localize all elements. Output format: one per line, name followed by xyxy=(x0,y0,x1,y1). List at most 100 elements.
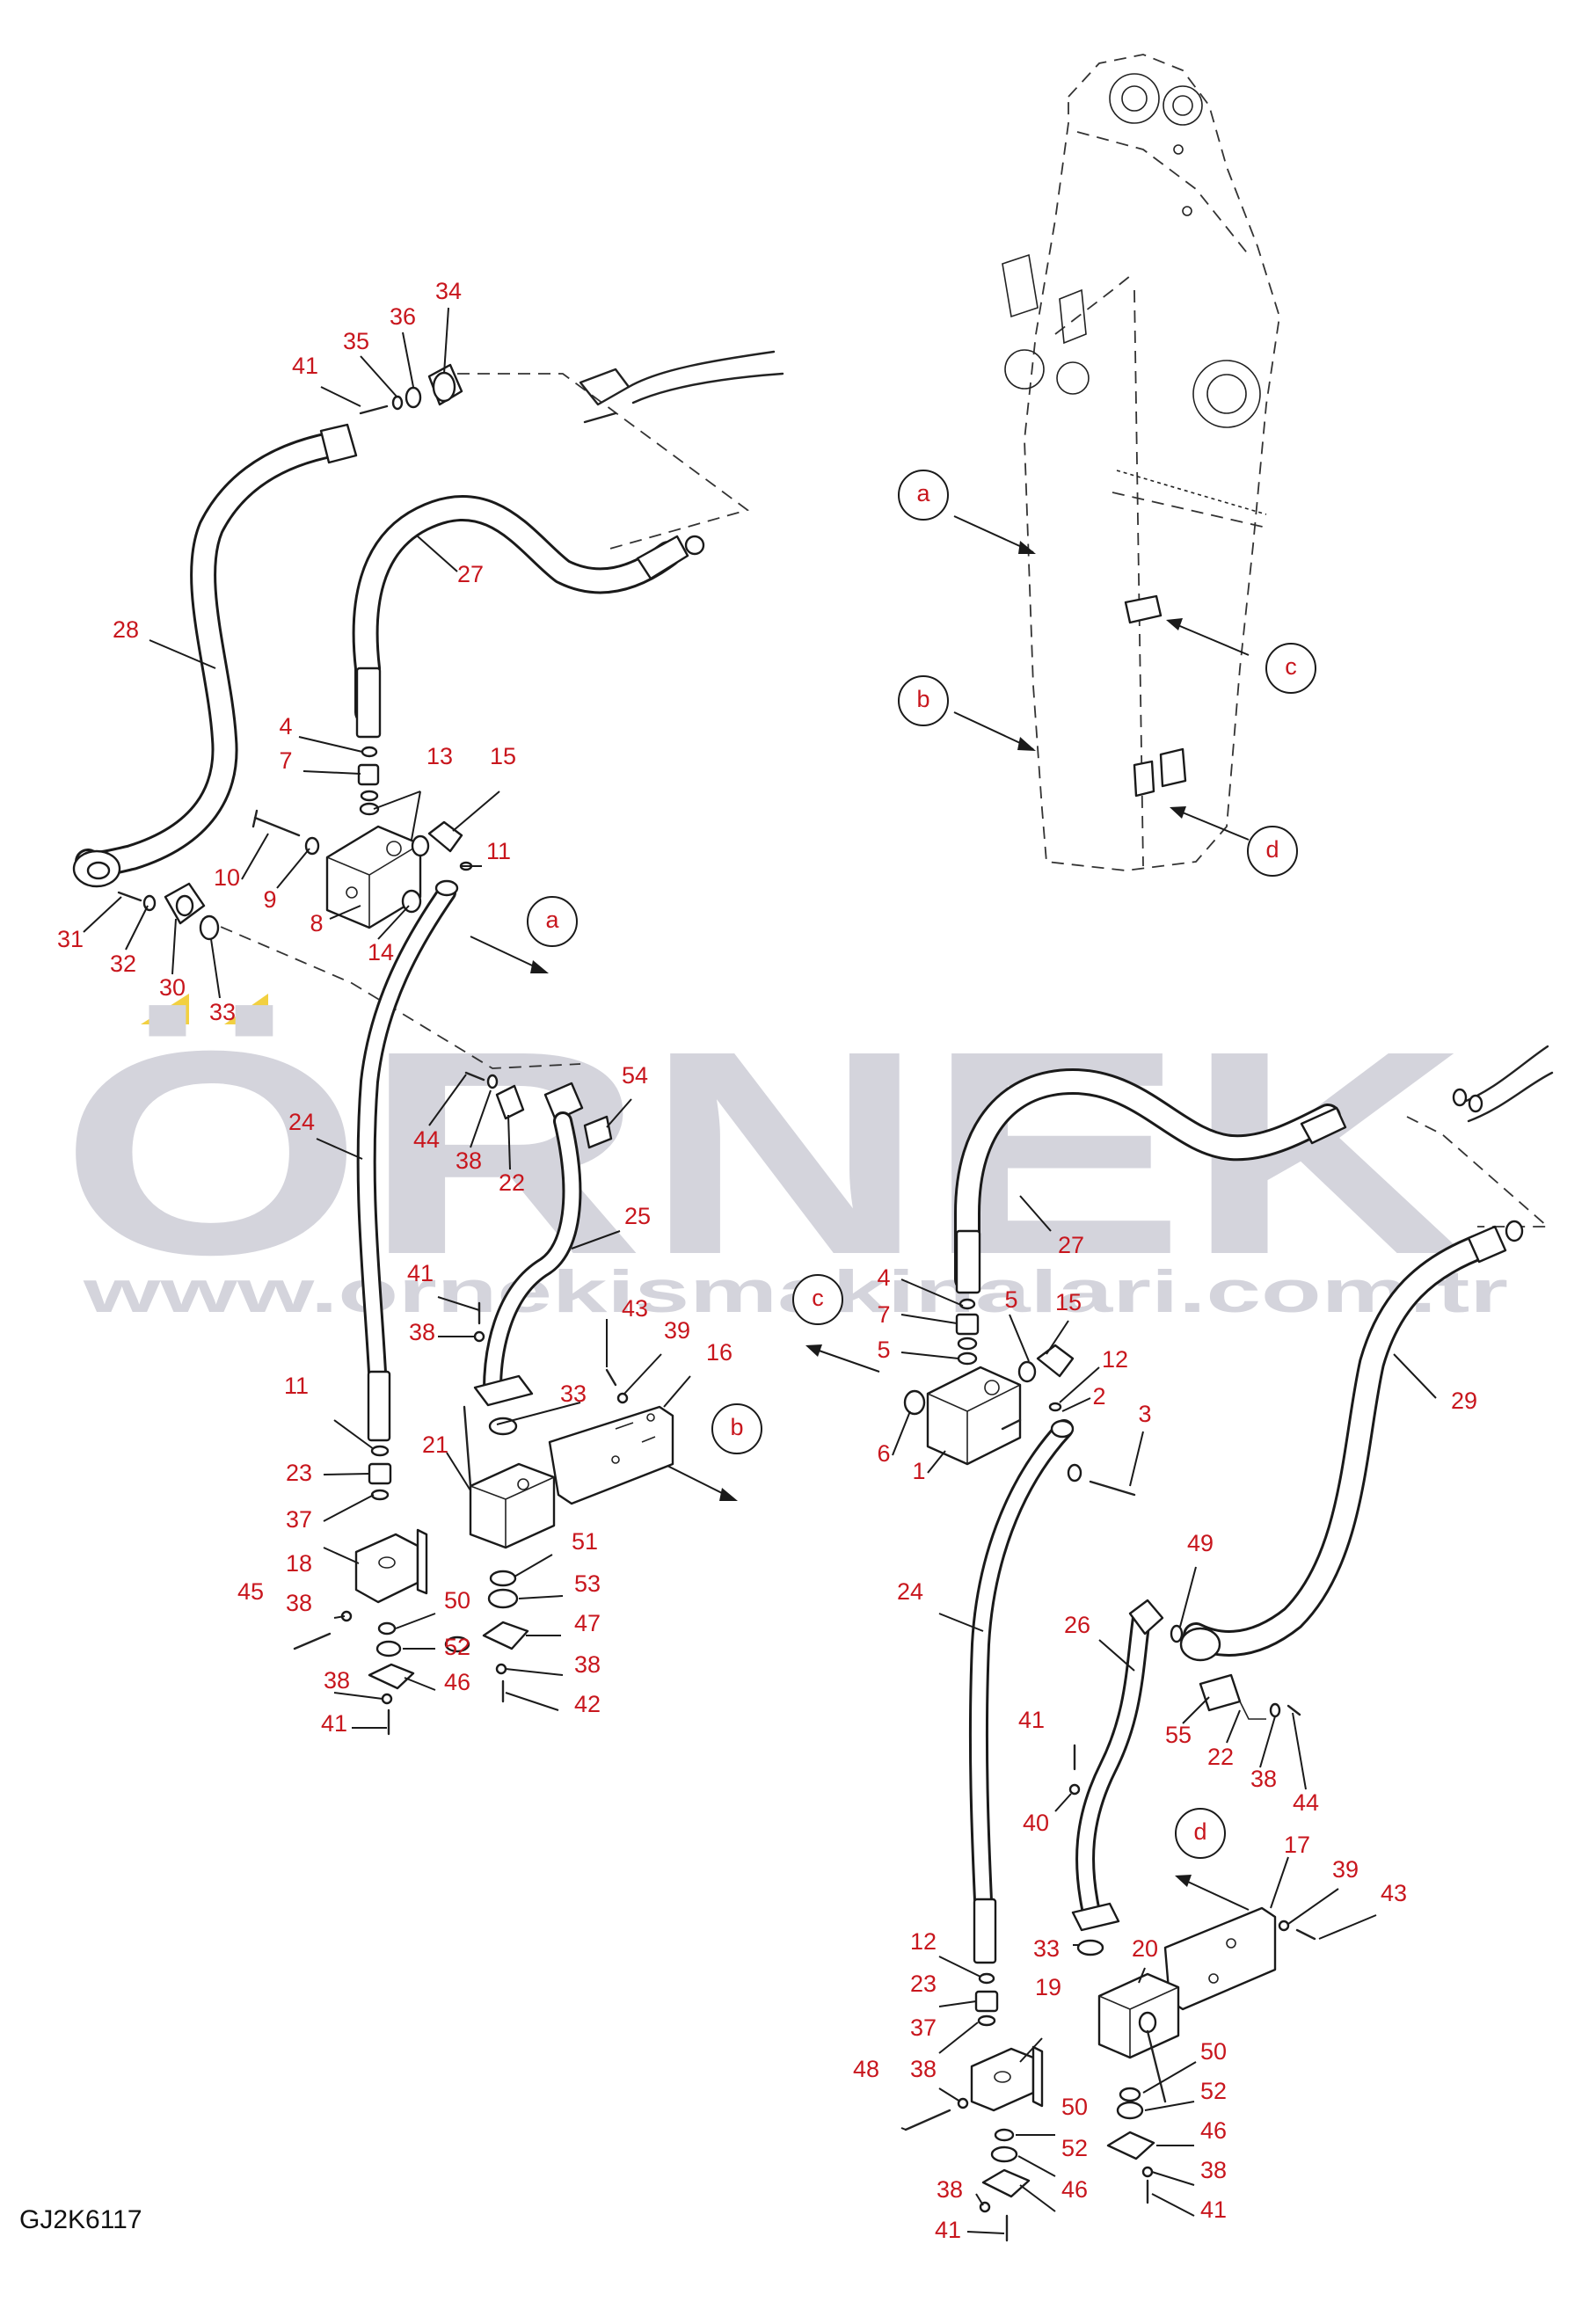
part-label: 24 xyxy=(897,1578,923,1605)
part-label: 4 xyxy=(279,713,292,739)
callout-c-right xyxy=(792,1274,843,1325)
part-label: 19 xyxy=(1035,1974,1061,2000)
part-label: 27 xyxy=(1058,1232,1084,1258)
callout-d-right xyxy=(1175,1808,1226,1859)
part-labels: 41 35 36 34 27 28 4 7 13 15 10 9 11 8 14… xyxy=(57,278,1477,2243)
callout-c-right-text: c xyxy=(812,1285,824,1311)
part-label: 32 xyxy=(110,951,136,977)
callout-d-top-text: d xyxy=(1265,836,1279,863)
leader-lines xyxy=(83,307,1437,2234)
part-label: 51 xyxy=(572,1528,598,1555)
part-label: 46 xyxy=(1200,2117,1227,2144)
part-label: 41 xyxy=(407,1260,434,1286)
watermark-accent-right xyxy=(224,994,268,1024)
part-label: 22 xyxy=(499,1169,525,1196)
callout-a-top xyxy=(898,470,949,521)
part-label: 17 xyxy=(1284,1832,1310,1858)
part-label: 5 xyxy=(877,1337,890,1363)
part-label: 39 xyxy=(664,1317,690,1344)
guide-lines xyxy=(201,373,1550,1228)
part-label: 35 xyxy=(343,328,369,354)
part-label: 38 xyxy=(1250,1766,1277,1792)
part-label: 18 xyxy=(286,1550,312,1577)
part-label: 38 xyxy=(324,1667,350,1694)
part-label: 6 xyxy=(877,1440,890,1467)
drawing-code: GJ2K6117 xyxy=(19,2205,142,2234)
part-label: 50 xyxy=(1061,2094,1088,2120)
part-label: 31 xyxy=(57,926,84,952)
part-label: 25 xyxy=(624,1203,651,1229)
callout-b-left xyxy=(711,1403,762,1454)
part-label: 15 xyxy=(1055,1289,1082,1315)
callouts: a b c d a b c d xyxy=(527,470,1316,1859)
part-label: 15 xyxy=(490,743,516,769)
part-label: 12 xyxy=(1102,1346,1128,1373)
part-label: 33 xyxy=(209,999,236,1025)
part-label: 52 xyxy=(1200,2078,1227,2104)
part-label: 11 xyxy=(486,838,511,864)
part-label: 34 xyxy=(435,278,462,304)
part-label: 14 xyxy=(368,939,394,965)
part-label: 41 xyxy=(935,2217,961,2243)
part-label: 33 xyxy=(560,1381,587,1407)
part-label: 49 xyxy=(1187,1530,1214,1556)
part-label: 21 xyxy=(422,1432,448,1458)
part-label: 7 xyxy=(877,1301,890,1328)
part-label: 8 xyxy=(310,910,323,936)
part-label: 16 xyxy=(706,1339,733,1366)
part-label: 12 xyxy=(910,1928,937,1955)
part-label: 5 xyxy=(1004,1286,1017,1313)
part-label: 40 xyxy=(1023,1810,1049,1836)
left-assembly xyxy=(72,350,784,1736)
part-label: 1 xyxy=(912,1458,925,1484)
callout-b-top-text: b xyxy=(916,686,929,712)
part-label: 52 xyxy=(1061,2135,1088,2161)
part-label: 10 xyxy=(214,864,240,891)
part-label: 41 xyxy=(292,353,318,379)
part-label: 44 xyxy=(413,1126,440,1153)
part-label: 38 xyxy=(286,1590,312,1616)
part-label: 28 xyxy=(113,616,139,643)
part-label: 38 xyxy=(910,2056,937,2082)
part-label: 2 xyxy=(1092,1383,1105,1410)
callout-c-top xyxy=(1265,643,1316,694)
part-label: 43 xyxy=(1381,1880,1407,1906)
part-label: 50 xyxy=(1200,2038,1227,2065)
part-label: 38 xyxy=(937,2176,963,2203)
part-label: 36 xyxy=(390,303,416,330)
boom-outline xyxy=(1002,54,1280,871)
part-label: 37 xyxy=(286,1506,312,1533)
part-label: 43 xyxy=(622,1295,648,1322)
part-label: 27 xyxy=(457,561,484,587)
watermark: ÖRNEK www.ornekismakinalari.com.tr xyxy=(60,990,1508,1325)
callout-a-left-text: a xyxy=(545,907,559,933)
part-label: 20 xyxy=(1132,1935,1158,1962)
part-label: 48 xyxy=(853,2056,879,2082)
part-label: 38 xyxy=(1200,2157,1227,2183)
part-label: 30 xyxy=(159,974,186,1001)
part-label: 41 xyxy=(321,1710,347,1737)
part-label: 22 xyxy=(1207,1744,1234,1770)
part-label: 50 xyxy=(444,1587,470,1614)
part-label: 7 xyxy=(279,747,292,774)
part-label: 33 xyxy=(1033,1935,1060,1962)
part-label: 45 xyxy=(237,1578,264,1605)
right-assembly xyxy=(903,1045,1554,2242)
callout-c-top-text: c xyxy=(1285,653,1297,680)
part-label: 13 xyxy=(426,743,453,769)
part-label: 55 xyxy=(1165,1722,1192,1748)
part-label: 23 xyxy=(286,1460,312,1486)
part-label: 41 xyxy=(1200,2197,1227,2223)
part-label: 54 xyxy=(622,1062,648,1089)
callout-d-top xyxy=(1247,826,1298,877)
part-label: 46 xyxy=(444,1669,470,1695)
part-label: 46 xyxy=(1061,2176,1088,2203)
callout-a-top-text: a xyxy=(916,480,930,506)
callout-b-left-text: b xyxy=(730,1414,743,1440)
part-label: 9 xyxy=(263,886,276,913)
part-label: 42 xyxy=(574,1691,601,1717)
watermark-accent-left xyxy=(141,994,189,1024)
part-label: 29 xyxy=(1451,1388,1477,1414)
part-label: 41 xyxy=(1018,1707,1045,1733)
